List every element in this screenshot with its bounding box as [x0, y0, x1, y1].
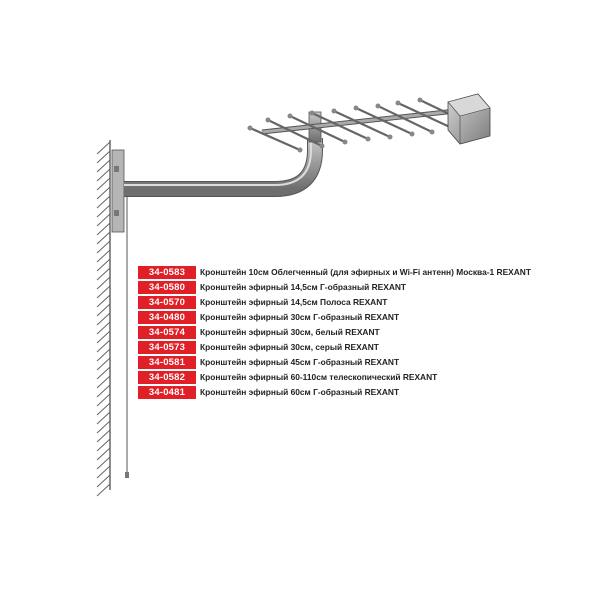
product-name: Кронштейн эфирный 60см Г-образный REXANT [200, 386, 400, 397]
wall-hatch-line [96, 402, 111, 416]
wall-hatch-line [96, 168, 111, 182]
wall-hatch-line [96, 231, 111, 245]
product-row: 34-0583 Кронштейн 10см Облегченный (для э… [138, 265, 578, 279]
wall-hatch-line [96, 339, 111, 353]
product-code-badge: 34-0480 [138, 310, 196, 324]
product-name: Кронштейн 10см Облегченный (для эфирных … [200, 266, 531, 277]
wall-hatch-line [96, 447, 111, 461]
wall-hatch-line [96, 330, 111, 344]
wall-hatch-line [96, 321, 111, 335]
wall-hatch-line [96, 384, 111, 398]
product-code-badge: 34-0580 [138, 280, 196, 294]
product-row: 34-0582 Кронштейн эфирный 60-110см телеск… [138, 370, 578, 384]
wall-hatch-line [96, 411, 111, 425]
wall-hatch-line [96, 141, 111, 155]
product-name: Кронштейн эфирный 30см, серый REXANT [200, 341, 379, 352]
product-name: Кронштейн эфирный 60-110см телескопическ… [200, 371, 438, 382]
product-name: Кронштейн эфирный 30см Г-образный REXANT [200, 311, 400, 322]
wall-mount-plate [111, 149, 125, 233]
wall-hatch-line [96, 366, 111, 380]
product-code-badge: 34-0573 [138, 340, 196, 354]
wall-hatch-line [96, 483, 111, 497]
wall-hatch-line [96, 186, 111, 200]
product-row: 34-0580 Кронштейн эфирный 14,5см Г-образн… [138, 280, 578, 294]
product-name: Кронштейн эфирный 30см, белый REXANT [200, 326, 380, 337]
product-row: 34-0574 Кронштейн эфирный 30см, белый REX… [138, 325, 578, 339]
wall-hatch-line [96, 420, 111, 434]
product-name: Кронштейн эфирный 14,5см Г-образный REXA… [200, 281, 407, 292]
wall-hatch-line [96, 150, 111, 164]
wall-hatch-line [96, 177, 111, 191]
wall-hatch-line [96, 303, 111, 317]
product-code-badge: 34-0581 [138, 355, 196, 369]
wall-hatch-line [96, 267, 111, 281]
wall-hatch-line [96, 285, 111, 299]
wall-hatch-line [96, 240, 111, 254]
wall-hatch-line [96, 204, 111, 218]
wall-hatch-line [96, 465, 111, 479]
wall-hatch-line [96, 429, 111, 443]
product-code-badge: 34-0574 [138, 325, 196, 339]
wall-hatch-line [96, 348, 111, 362]
product-code-badge: 34-0570 [138, 295, 196, 309]
wall-hatch-line [96, 195, 111, 209]
product-row: 34-0570 Кронштейн эфирный 14,5см Полоса R… [138, 295, 578, 309]
wall-hatch-line [96, 357, 111, 371]
wall-hatch-line [96, 258, 111, 272]
wall-hatch-line [96, 213, 111, 227]
wall-hatch-line [96, 276, 111, 290]
cable-line [125, 196, 129, 478]
wall-hatch-line [96, 393, 111, 407]
product-row: 34-0573 Кронштейн эфирный 30см, серый REX… [138, 340, 578, 354]
wall-hatch-line [96, 375, 111, 389]
wall-hatch-line [96, 222, 111, 236]
wall-hatch-line [96, 312, 111, 326]
product-code-badge: 34-0583 [138, 265, 196, 279]
wall-hatch-line [96, 456, 111, 470]
product-code-badge: 34-0481 [138, 385, 196, 399]
product-name: Кронштейн эфирный 14,5см Полоса REXANT [200, 296, 388, 307]
wall-hatch-line [96, 249, 111, 263]
hatched-wall-icon [96, 140, 111, 497]
wall-hatch-line [96, 294, 111, 308]
product-row: 34-0581 Кронштейн эфирный 45см Г-образный… [138, 355, 578, 369]
wall-hatch-line [96, 438, 111, 452]
product-code-badge: 34-0582 [138, 370, 196, 384]
product-row: 34-0480 Кронштейн эфирный 30см Г-образный… [138, 310, 578, 324]
wall-hatch-line [96, 474, 111, 488]
wall-hatch-line [96, 159, 111, 173]
product-row: 34-0481 Кронштейн эфирный 60см Г-образный… [138, 385, 578, 399]
product-name: Кронштейн эфирный 45см Г-образный REXANT [200, 356, 400, 367]
l-shaped-bracket-icon [124, 138, 323, 197]
yagi-antenna-icon [247, 93, 491, 153]
product-list: 34-0583 Кронштейн 10см Облегченный (для э… [138, 265, 578, 400]
